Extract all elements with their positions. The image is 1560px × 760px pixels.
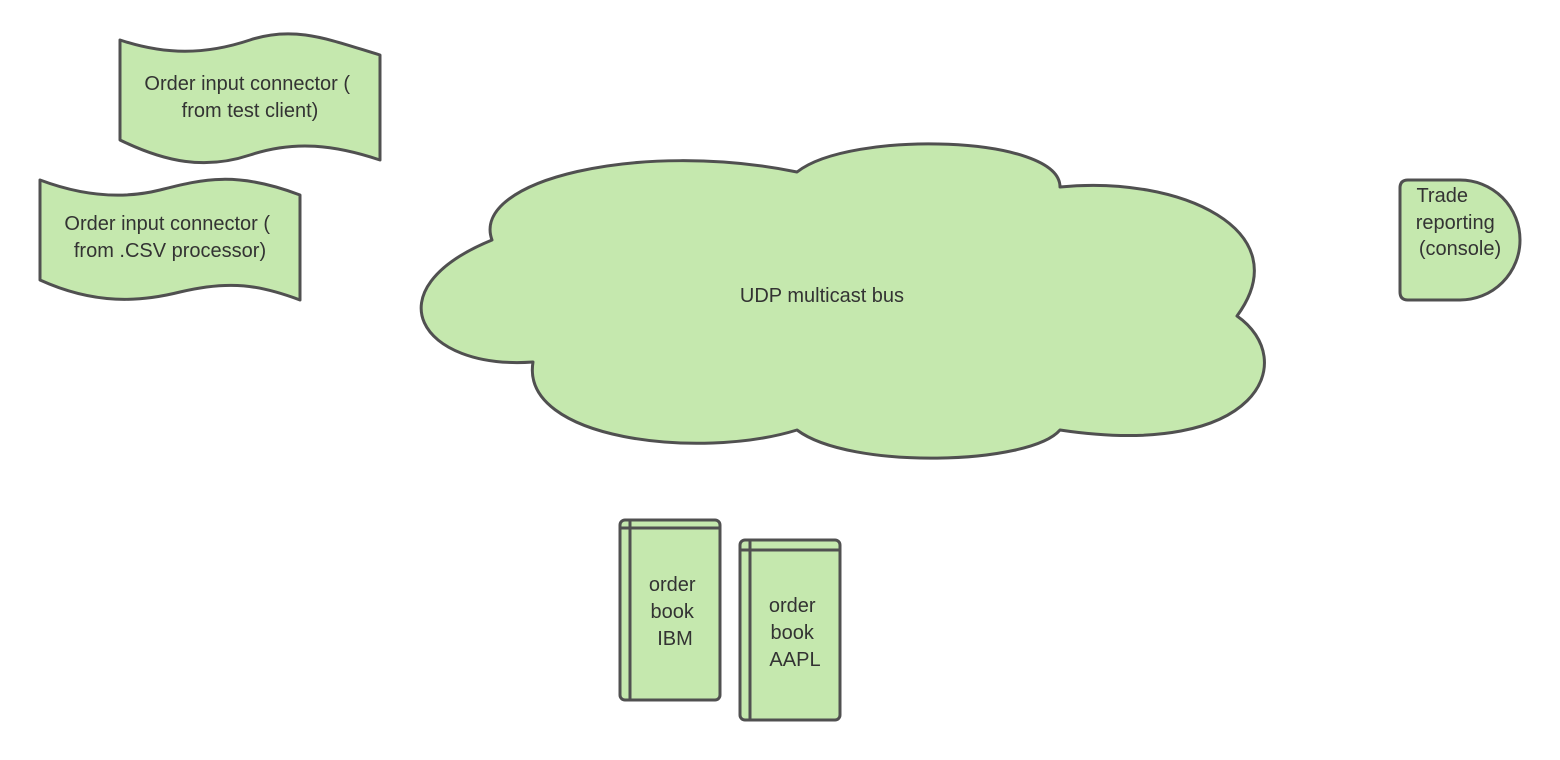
label-line: from test client)	[182, 100, 319, 122]
order-book-ibm-node[interactable]: order book IBM	[618, 518, 722, 702]
label-line: AAPL	[769, 649, 820, 671]
label-line: Order input connector (	[144, 73, 350, 95]
delay-shape	[1398, 178, 1522, 302]
label-line: order	[769, 595, 816, 617]
node-label: Order input connector ( from test client…	[144, 73, 355, 122]
tape-shape	[118, 32, 382, 165]
udp-bus-node[interactable]: UDP multicast bus	[419, 142, 1266, 460]
cloud-shape	[419, 142, 1266, 460]
label-line: from .CSV processor)	[74, 240, 266, 262]
connector-test-client-node[interactable]: Order input connector ( from test client…	[118, 32, 382, 165]
tape-shape	[38, 177, 302, 302]
label-line: (console)	[1419, 238, 1501, 260]
node-label: order book IBM	[649, 574, 701, 650]
node-label: order book AAPL	[769, 595, 821, 671]
label-line: book	[771, 622, 815, 644]
label-line: IBM	[657, 628, 693, 650]
trade-reporting-node[interactable]: Trade reporting (console)	[1398, 178, 1522, 302]
node-label: UDP multicast bus	[740, 285, 904, 307]
label-line: Order input connector (	[64, 213, 270, 235]
book-shape	[738, 538, 842, 722]
node-label: Order input connector ( from .CSV proces…	[64, 213, 275, 262]
label-line: order	[649, 574, 696, 596]
connector-csv-node[interactable]: Order input connector ( from .CSV proces…	[38, 177, 302, 302]
label-line: UDP multicast bus	[740, 285, 904, 307]
label-line: reporting	[1416, 212, 1495, 234]
order-book-aapl-node[interactable]: order book AAPL	[738, 538, 842, 722]
label-line: book	[651, 601, 695, 623]
node-label: Trade reporting (console)	[1416, 185, 1501, 260]
book-shape	[618, 518, 722, 702]
label-line: Trade	[1416, 185, 1468, 207]
